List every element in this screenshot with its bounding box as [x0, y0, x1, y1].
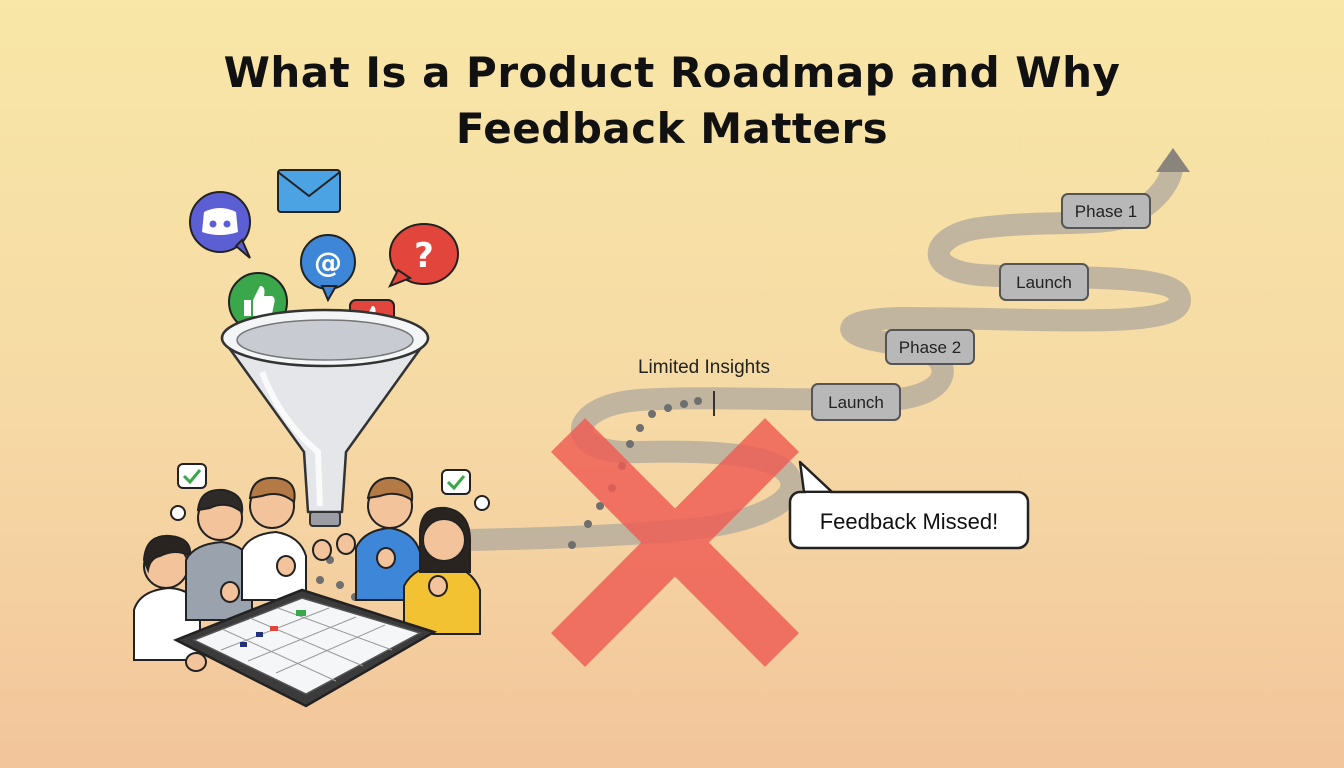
arrow-head-icon — [1156, 148, 1190, 172]
milestone-launch-bottom-label: Launch — [828, 393, 884, 412]
feedback-missed-bubble: Feedback Missed! — [788, 460, 1030, 550]
feedback-missed-label: Feedback Missed! — [820, 509, 999, 534]
title-line-1: What Is a Product Roadmap and Why — [223, 48, 1121, 97]
milestone-launch-top: Launch — [999, 263, 1089, 301]
person-5 — [403, 506, 481, 635]
mail-icon — [277, 169, 341, 213]
funnel-icon — [220, 308, 430, 527]
check-bubble-icon — [170, 463, 207, 521]
limited-insights-label: Limited Insights — [638, 357, 770, 378]
question-bubble-icon: ? — [387, 223, 459, 288]
cross-icon — [550, 418, 800, 667]
svg-text:@: @ — [314, 246, 342, 279]
milestone-phase-2: Phase 2 — [885, 329, 975, 365]
milestone-phase-1: Phase 1 — [1061, 193, 1151, 229]
at-sign-icon: @ — [300, 234, 356, 303]
check-bubble-icon-2 — [441, 469, 490, 511]
milestone-phase-1-label: Phase 1 — [1075, 202, 1137, 221]
hands — [185, 533, 448, 672]
tablet — [172, 588, 438, 708]
title-line-2: Feedback Matters — [455, 104, 889, 153]
svg-text:?: ? — [414, 236, 434, 276]
chat-bot-icon — [189, 191, 251, 259]
milestone-phase-2-label: Phase 2 — [899, 338, 961, 357]
person-3 — [241, 476, 307, 601]
milestone-launch-bottom: Launch — [811, 383, 901, 421]
milestone-launch-top-label: Launch — [1016, 273, 1072, 292]
